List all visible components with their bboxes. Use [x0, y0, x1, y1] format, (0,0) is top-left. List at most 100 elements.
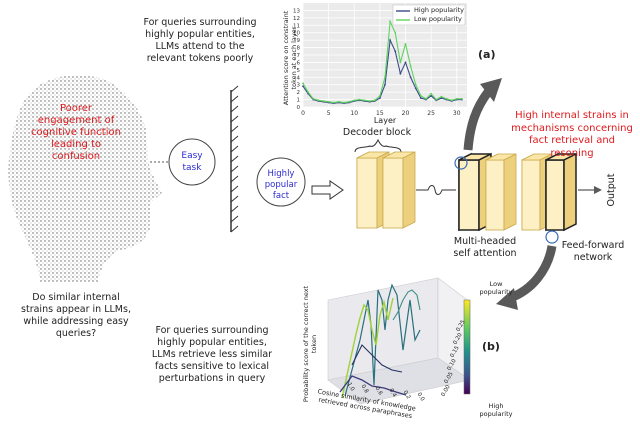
chart-a-point — [404, 61, 407, 64]
decoder-bracket — [354, 138, 402, 153]
legend-high-label: High popularity — [414, 6, 465, 14]
chart-a-xtick-label: 0 — [301, 110, 305, 117]
chart-a-ytick-label: 1 — [297, 98, 301, 104]
chart-a-point — [384, 76, 386, 79]
chart-a-xtick-label: 15 — [376, 110, 384, 117]
attention-highlight-circle — [454, 156, 468, 170]
popular-fact-label: Highly popular fact — [264, 169, 298, 201]
pointcloud-face-image — [8, 75, 162, 282]
ffn-label: Feed-forward network — [561, 240, 625, 263]
chart-a-point — [327, 100, 330, 103]
chart-a-point — [425, 97, 427, 100]
layer-ellipsis-connector — [416, 185, 456, 195]
chart-a-ytick-label: 2 — [297, 90, 301, 96]
chart-a-ytick-label: 8 — [297, 46, 301, 52]
chart-a-ytick-label: 7 — [297, 53, 301, 59]
chart-a-point — [414, 83, 417, 86]
chart-a-ytick-label: 13 — [293, 8, 300, 14]
chart-a-xtick-label: 10 — [350, 110, 358, 117]
chart-a-point — [414, 87, 417, 90]
chart-a-point — [307, 91, 310, 94]
chart-a-point — [435, 98, 438, 101]
chart-a-point — [384, 83, 386, 86]
popular-fact-circle — [256, 157, 306, 207]
chart-a-ytick-label: 11 — [293, 23, 300, 29]
chart-a-xlabel: Layer — [373, 116, 397, 125]
chart-a-point — [302, 82, 304, 85]
arrow-to-chart-b — [508, 245, 557, 303]
chart-a-point — [378, 94, 381, 97]
chart-a-point — [389, 39, 392, 42]
chart-a-point — [348, 100, 351, 103]
chart-a-point — [419, 94, 422, 97]
chart-a-point — [445, 97, 448, 100]
chart-a-point — [317, 99, 320, 102]
chart-a-point — [343, 101, 345, 104]
legend-low-label: Low popularity — [414, 15, 462, 23]
top-caption: For queries surrounding highly popular e… — [143, 17, 257, 64]
arrow-to-chart-a — [463, 89, 492, 151]
question-caption: Do similar internal strains appear in LL… — [21, 292, 131, 339]
chart-a-point — [332, 101, 335, 104]
chart-a-point — [430, 94, 433, 97]
chart-a-point — [394, 31, 397, 34]
decoder-block-3 — [521, 152, 577, 232]
decoder-block-label: Decoder block — [342, 127, 412, 138]
chart-a-point — [460, 97, 463, 100]
chart-b-3d — [327, 277, 471, 405]
chart-a-point — [455, 97, 458, 100]
decoder-block-2 — [458, 152, 517, 232]
chart-a-point — [353, 99, 356, 102]
face-caption: Poorer engagement of cognitive function … — [31, 103, 121, 162]
arrow-to-chart-b-head — [496, 288, 518, 310]
chart-a-point — [430, 92, 433, 95]
chart-a-ytick-label: 5 — [297, 68, 301, 74]
mha-label: Multi-headed self attention — [453, 236, 517, 259]
easy-task-label: Easy task — [181, 151, 203, 173]
decoder-block-1 — [356, 151, 416, 229]
colorbar-top-label: Low popularity — [479, 280, 513, 296]
chart-a-ytick-label: 9 — [297, 38, 301, 44]
arrow-to-chart-a-head — [480, 78, 502, 102]
wall-barrier — [230, 85, 239, 233]
chart-b-zlabel: Probability score of the correct next to… — [302, 285, 318, 403]
chart-a-point — [337, 100, 340, 103]
chart-a-point — [419, 97, 422, 99]
chart-a-point — [440, 95, 443, 98]
chart-a-point — [409, 65, 412, 68]
chart-a-ytick-label: 4 — [297, 75, 301, 81]
chart-a-xtick-label: 20 — [402, 110, 410, 117]
chart-a-point — [399, 61, 402, 64]
strains-caption: High internal strains in mechanisms conc… — [511, 110, 633, 159]
chart-a-ytick-label: 12 — [293, 16, 300, 22]
chart-b-curve-low — [341, 297, 394, 399]
chart-a-point — [389, 20, 392, 23]
chart-a-ytick-label: 3 — [297, 83, 301, 89]
chart-a-point — [399, 72, 402, 75]
chart-b-curve-mid — [344, 283, 421, 397]
chart-a-ytick-label: 6 — [297, 60, 301, 66]
chart-a-point — [450, 99, 453, 102]
input-arrow — [311, 180, 344, 200]
chart-a-point — [404, 42, 407, 45]
chart-a-ytick-label: 0 — [297, 105, 301, 111]
chart-a-legend — [392, 4, 466, 26]
bottom-caption: For queries surrounding highly popular e… — [151, 325, 273, 384]
chart-a-xtick-label: 30 — [453, 110, 461, 117]
chart-b-colorbar — [463, 299, 471, 395]
colorbar-bottom-label: High popularity — [479, 402, 513, 418]
chart-a-ylabel: Attention score on constraint token at e… — [282, 10, 298, 106]
ffn-highlight-circle — [545, 230, 559, 244]
chart-a-point — [312, 97, 315, 100]
chart-a-point — [302, 85, 304, 88]
output-label: Output — [606, 173, 617, 207]
chart-a-point — [368, 100, 371, 102]
chart-a-point — [322, 100, 325, 102]
chart-a-point — [373, 99, 376, 102]
chart-b-curve-high-2 — [351, 344, 403, 373]
chart-b-curve-high — [339, 375, 407, 396]
chart-a-point — [440, 97, 443, 99]
chart-a-point — [394, 50, 397, 53]
